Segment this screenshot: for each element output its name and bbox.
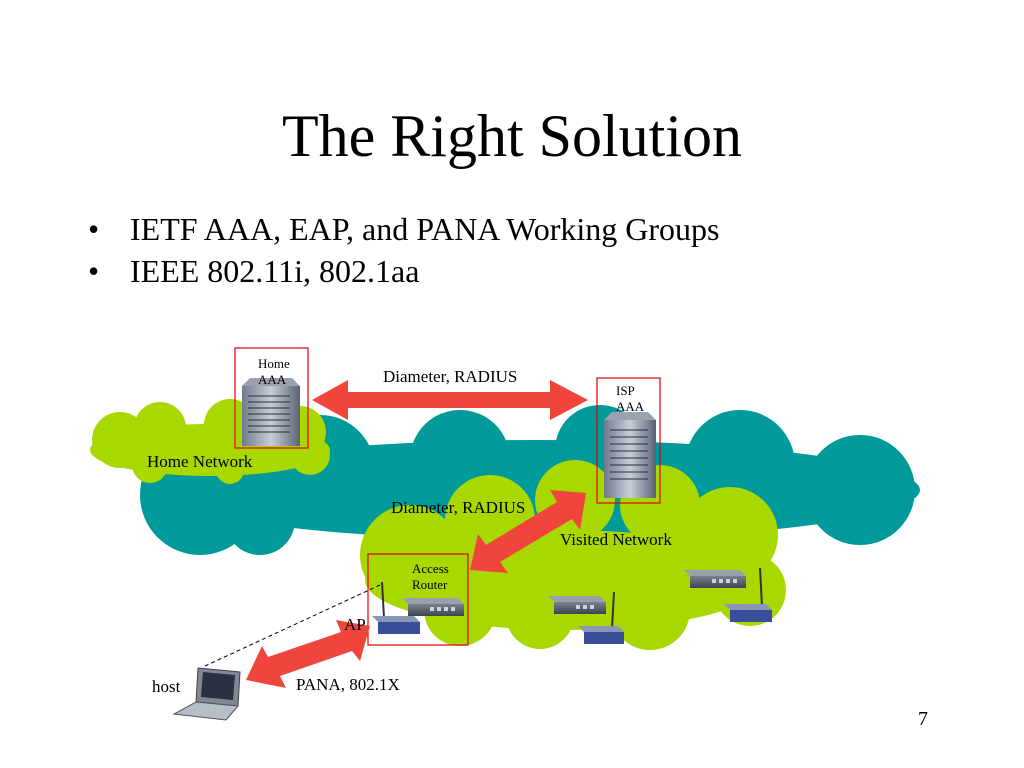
visited-network-cloud [360,460,786,650]
home-aaa-server-icon [242,378,300,446]
host-label: host [152,677,181,696]
home-aaa-label-line2: AAA [258,372,287,387]
home-aaa-highlight-box [234,347,309,449]
isp-aaa-label-line1: ISP [616,383,635,398]
diameter-mid-arrow [470,490,586,573]
isp-aaa-label-line2: AAA [616,399,645,414]
laptop-icon [172,667,241,721]
router-icon [548,596,606,614]
access-router-label-line2: Router [412,577,448,592]
pana-arrow [246,620,370,688]
diameter-radius-mid-label: Diameter, RADIUS [391,498,525,517]
visited-network-label: Visited Network [560,530,672,549]
diameter-radius-top-label: Diameter, RADIUS [383,367,517,386]
bullet-glyph: • [88,211,100,247]
bullet-item: • IEEE 802.11i, 802.1aa [88,250,719,292]
bullet-text: IEEE 802.11i, 802.1aa [130,253,420,289]
access-router-highlight-box [367,553,469,646]
home-network-label: Home Network [147,452,253,471]
page-number: 7 [918,708,928,730]
pana-label: PANA, 802.1X [296,675,400,694]
access-router-icon [402,598,464,616]
access-router-label-line1: Access [412,561,449,576]
bullet-list: • IETF AAA, EAP, and PANA Working Groups… [88,208,719,292]
wireless-ap-icon [578,591,624,644]
bullet-glyph: • [88,253,100,289]
wireless-ap-icon [724,567,772,622]
bullet-item: • IETF AAA, EAP, and PANA Working Groups [88,208,719,250]
ap-label: AP [344,615,366,634]
isp-aaa-highlight-box [596,377,661,504]
router-icon [684,570,746,588]
isp-aaa-server-icon [604,412,656,498]
home-aaa-label-line1: Home [258,356,290,371]
bullet-text: IETF AAA, EAP, and PANA Working Groups [130,211,720,247]
diameter-top-arrow [312,380,588,420]
slide-title: The Right Solution [281,103,743,169]
wireless-ap-icon [372,581,420,634]
